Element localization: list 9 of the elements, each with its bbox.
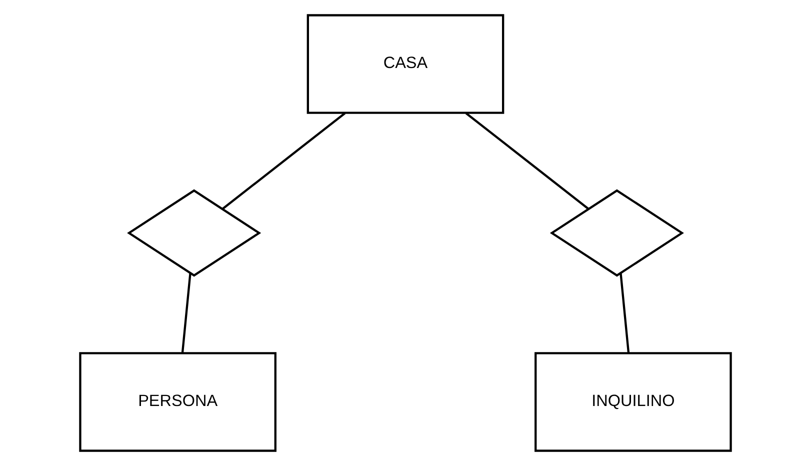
node-diamond <box>127 189 262 277</box>
node-box: PERSONA <box>79 352 276 452</box>
connector <box>465 112 590 210</box>
node-diamond <box>550 189 684 277</box>
connector <box>222 112 346 210</box>
node-box: INQUILINO <box>534 352 732 452</box>
connector <box>181 273 192 354</box>
node-box: CASA <box>306 14 504 114</box>
connector <box>620 273 630 354</box>
